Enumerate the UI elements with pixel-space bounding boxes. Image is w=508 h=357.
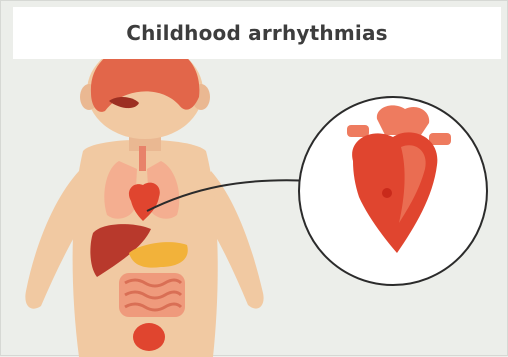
zoom-vessel-right	[429, 133, 451, 145]
title-banner: Childhood arrhythmias	[13, 7, 501, 59]
intestines	[119, 273, 185, 317]
trachea	[139, 146, 146, 171]
heart-zoom-circle	[299, 97, 487, 285]
zoom-aorta	[377, 105, 429, 135]
bladder	[133, 323, 165, 351]
zoom-heart-node	[382, 188, 392, 198]
child-body-illustration	[25, 43, 263, 357]
zoom-vessel-left	[347, 125, 369, 137]
page-title: Childhood arrhythmias	[126, 21, 388, 45]
